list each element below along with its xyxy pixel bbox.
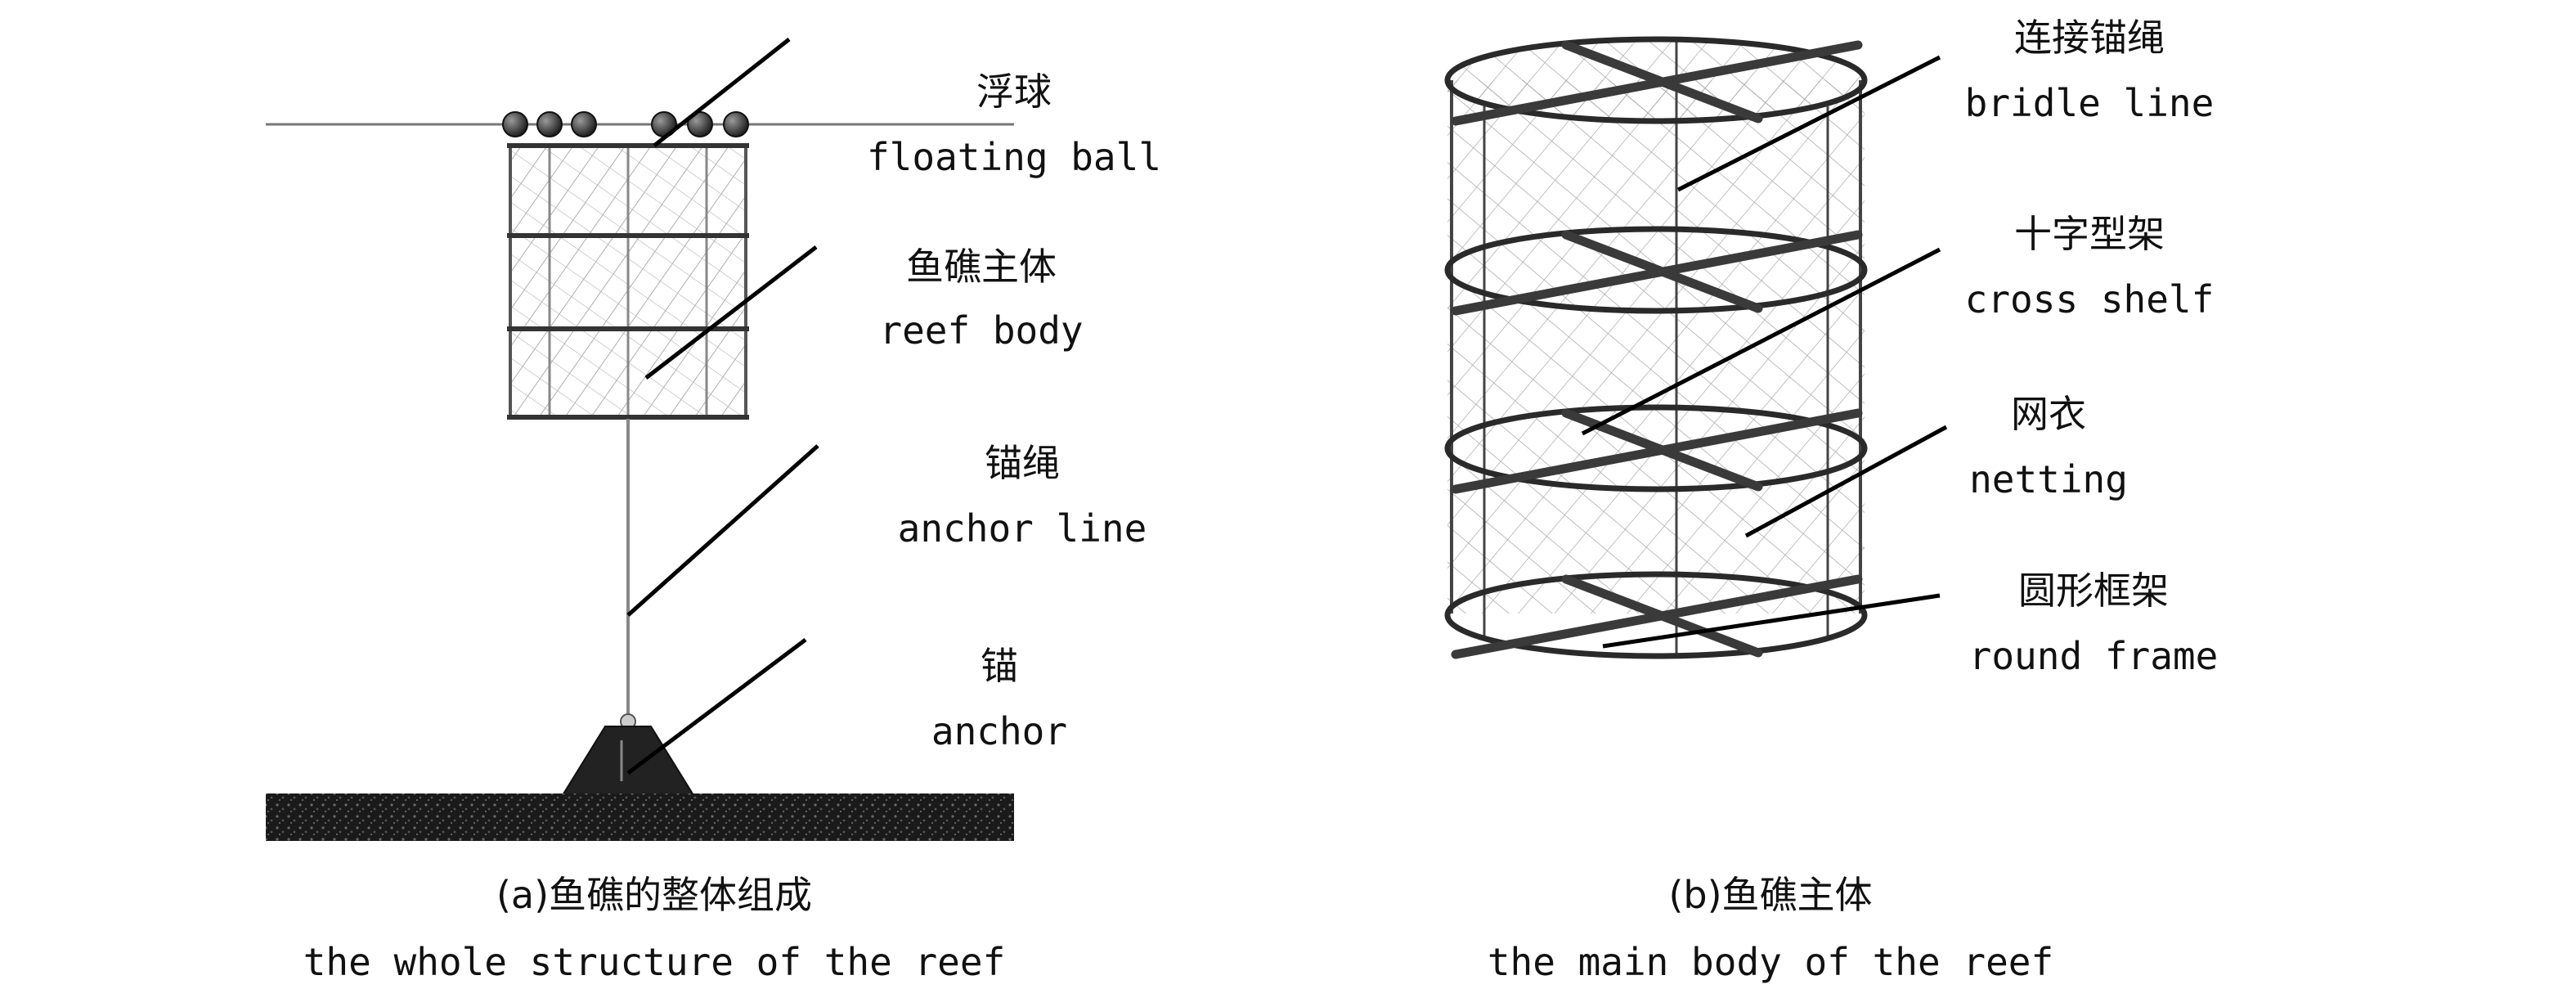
leader-netting [1744, 425, 1948, 538]
caption-b-cn: (b)鱼礁主体 [1668, 873, 1872, 917]
label-anchor-cn: 锚 [981, 644, 1018, 688]
vertical-struts [1450, 39, 1862, 654]
leader-reef-body [644, 245, 818, 380]
label-anchor-en: anchor [931, 709, 1067, 753]
label-netting-cn: 网衣 [2011, 392, 2086, 436]
leader-floating-ball [653, 38, 791, 147]
floating-ball [571, 111, 597, 137]
label-anchor-line-cn: 锚绳 [985, 441, 1060, 485]
panel-a: 浮球 floating ball 鱼礁主体 reef body 锚绳 ancho… [266, 38, 1161, 984]
label-anchor-line-en: anchor line [898, 506, 1147, 551]
seabed [266, 793, 1014, 841]
leader-round-frame [1602, 593, 1941, 649]
anchor-block [561, 713, 695, 796]
label-bridle-line-cn: 连接锚绳 [2014, 16, 2165, 60]
leader-cross-shelf [1581, 247, 1941, 436]
label-floating-ball-cn: 浮球 [976, 70, 1052, 114]
label-bridle-line-en: bridle line [1965, 81, 2215, 125]
label-cross-shelf-cn: 十字型架 [2014, 212, 2165, 256]
label-floating-ball-en: floating ball [867, 135, 1161, 179]
panel-b: 连接锚绳 bridle line 十字型架 cross shelf 网衣 net… [1444, 16, 2219, 984]
caption-a-en: the whole structure of the reef [303, 940, 1006, 984]
label-cross-shelf-en: cross shelf [1965, 277, 2215, 321]
floating-balls [502, 111, 749, 137]
label-round-frame-cn: 圆形框架 [2018, 569, 2169, 613]
caption-b-en: the main body of the reef [1488, 940, 2053, 984]
floating-ball [723, 111, 749, 137]
label-reef-body-cn: 鱼礁主体 [906, 245, 1057, 289]
floating-ball [536, 111, 563, 137]
round-frames [1444, 36, 1868, 659]
leader-anchor-line [626, 444, 819, 617]
floating-ball [502, 111, 528, 137]
leader-bridle-line [1676, 55, 1941, 192]
caption-a-cn: (a)鱼礁的整体组成 [496, 873, 812, 917]
label-round-frame-en: round frame [1969, 634, 2219, 678]
leader-anchor [626, 638, 807, 775]
label-reef-body-en: reef body [879, 308, 1083, 353]
reef-body-side [507, 143, 749, 420]
label-netting-en: netting [1969, 457, 2128, 501]
